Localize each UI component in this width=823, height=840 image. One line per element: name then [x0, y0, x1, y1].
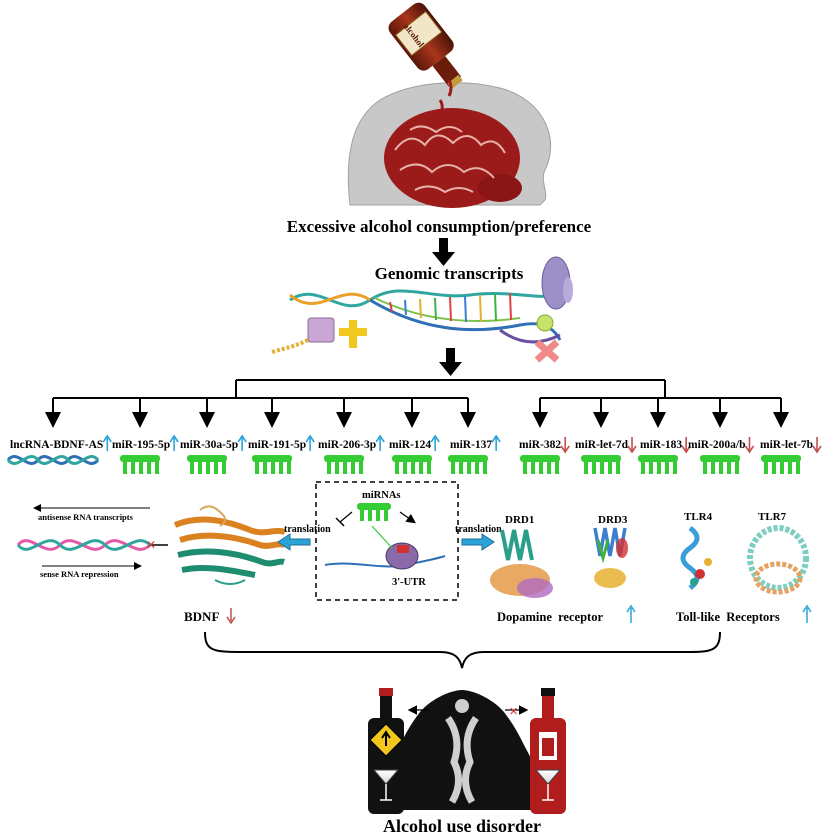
tlr4-structure: [680, 525, 712, 591]
right-branch-arrows: [532, 398, 789, 428]
branch-label: miR-206-3p: [318, 439, 376, 451]
bdnf-protein-structure: [173, 505, 287, 585]
mirna-icon: [252, 455, 292, 474]
drd1-structure: [490, 529, 553, 598]
main-title: Excessive alcohol consumption/preference: [287, 217, 592, 236]
mirna-icon: [324, 455, 364, 474]
branch-label: miR-let-7b: [760, 439, 813, 451]
translation-arrow-right: [461, 533, 495, 551]
mirna-icon: [638, 455, 678, 474]
yellow-cross-icon: [339, 320, 367, 348]
branch-label: miR-30a-5p: [180, 439, 238, 451]
bottle-left-warning: [368, 688, 404, 814]
left-branch-arrows: [45, 398, 476, 428]
purple-receptor-icon: [271, 317, 335, 354]
mirna-icon: [392, 455, 432, 474]
inhibit-arrow: [339, 511, 353, 523]
sense-label: sense RNA repression: [40, 569, 119, 579]
down-arrow-icon: [627, 437, 637, 454]
protein-oval-icon: [541, 256, 573, 310]
down-arrow-icon: [812, 437, 822, 454]
protein-label-drd1: DRD1: [505, 514, 534, 526]
branch-label: miR-183: [640, 439, 682, 451]
utr-label: 3'-UTR: [392, 577, 426, 588]
branch-label: miR-382: [519, 439, 561, 451]
translation-arrow-left: [277, 533, 311, 551]
bdnf-down-arrow: [226, 608, 236, 625]
svg-text:✕: ✕: [509, 705, 518, 718]
up-arrow-icon: [237, 434, 247, 451]
bottom-brace: [204, 631, 721, 669]
branch-label: miR-200a/b: [688, 439, 746, 451]
mirna-icon: [187, 455, 227, 474]
translation-label-right: translation: [455, 524, 502, 535]
svg-text:✕: ✕: [146, 538, 156, 552]
mirna-icon: [520, 455, 560, 474]
up-arrow-icon: [305, 434, 315, 451]
dopamine-up-arrow: [626, 604, 636, 623]
mirna-icon: [761, 455, 801, 474]
up-arrow-icon: [430, 434, 440, 451]
alcohol-bottle: [388, 2, 463, 97]
branch-label: miR-let-7d: [575, 439, 629, 451]
antisense-label: antisense RNA transcripts: [38, 512, 134, 522]
branch-label: miR-124: [389, 439, 431, 451]
mirna-mechanism-box: [315, 481, 459, 601]
aud-title: Alcohol use disorder: [383, 816, 541, 836]
lncrna-helix-icon: [6, 455, 100, 465]
mrna-ribosome-icon: [324, 525, 446, 570]
branch-label: miR-191-5p: [248, 439, 306, 451]
pink-cross-icon: [534, 339, 560, 363]
up-arrow-icon: [491, 434, 501, 451]
branch-label: lncRNA-BDNF-AS: [10, 439, 103, 451]
tlr7-structure: [747, 525, 809, 595]
protein-label-drd3: DRD3: [598, 514, 628, 526]
up-arrow-icon: [169, 434, 179, 451]
protein-label-tlr7: TLR7: [758, 511, 787, 523]
tlr-label: Toll-like Receptors: [676, 610, 780, 624]
bottle-right-stop: [530, 688, 566, 814]
down-arrow-icon: [681, 437, 691, 454]
drd3-structure: [593, 527, 628, 588]
branch-tree: [53, 379, 781, 399]
target-arrow: [399, 511, 416, 524]
protein-label-tlr4: TLR4: [684, 511, 713, 523]
dna-helix-illustration: [289, 289, 562, 344]
tlr-up-arrow: [802, 604, 812, 623]
mirna-icon: [448, 455, 488, 474]
brain-illustration: [384, 99, 522, 208]
mirna-icon: [700, 455, 740, 474]
down-arrow-icon: [744, 437, 755, 454]
right-head-blocked-arrow: ✕: [505, 705, 529, 718]
mirna-box-icon: [357, 503, 391, 521]
up-arrow-icon: [102, 434, 112, 451]
arrow-down-1: [432, 238, 455, 266]
branch-label: miR-195-5p: [112, 439, 170, 451]
mirnas-label: miRNAs: [362, 490, 401, 501]
antisense-helix-icon: ✕: [16, 538, 168, 552]
up-arrow-icon: [375, 434, 385, 451]
translation-label-left: translation: [284, 524, 331, 535]
branch-label: miR-137: [450, 439, 492, 451]
mirna-icon: [581, 455, 621, 474]
bdnf-label: BDNF: [184, 609, 219, 624]
arrow-down-2: [439, 348, 462, 376]
green-ball-icon: [536, 314, 554, 332]
down-arrow-icon: [560, 437, 570, 454]
dopamine-label: Dopamine receptor: [497, 610, 603, 624]
mirna-icon: [120, 455, 160, 474]
genomic-title: Genomic transcripts: [375, 264, 524, 283]
